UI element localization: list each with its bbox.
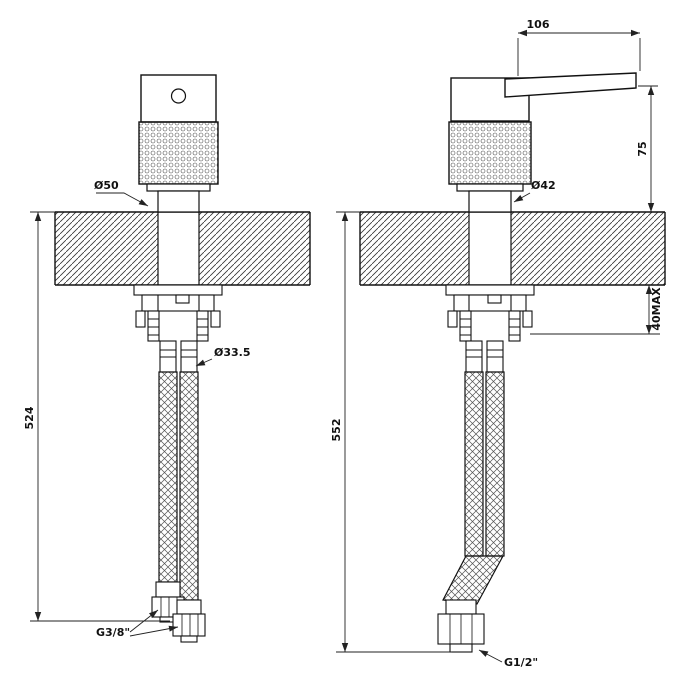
handle-lever: [504, 72, 637, 98]
faucet-front: [138, 74, 219, 213]
flex-hose: [464, 371, 484, 557]
hose-top-fitting: [159, 340, 177, 373]
counter-section-hatch: [360, 212, 665, 285]
dim-75-label: 75: [636, 141, 649, 156]
threaded-stud: [196, 310, 209, 342]
thread-g12-label: G1/2": [504, 656, 538, 669]
thread-g38-label: G3/8": [96, 626, 130, 639]
dim-dia42-label: Ø42: [531, 179, 556, 192]
flex-hose-bend: [442, 555, 505, 605]
dim-dia50-label: Ø50: [94, 179, 119, 192]
hose-top-fitting: [180, 340, 198, 373]
knurled-body: [448, 121, 532, 185]
flex-hose: [179, 371, 199, 601]
threaded-stud: [508, 310, 521, 342]
mounting-side: [445, 284, 535, 373]
faucet-side: [448, 72, 637, 213]
hose-end-fittings-front: [151, 581, 206, 643]
body-neck: [468, 190, 512, 213]
dim-40max-label: 40MAX: [650, 287, 663, 331]
cartridge-cap: [140, 74, 217, 123]
dim-106-label: 106: [527, 18, 550, 31]
supply-fitting-side: [437, 599, 485, 653]
mounting-front: [133, 284, 223, 373]
base-washer: [445, 284, 535, 296]
dim-dia33-5-label: Ø33.5: [214, 346, 251, 359]
cap-hole: [170, 88, 187, 104]
hoses-front: [151, 371, 206, 643]
hex-nut: [172, 613, 206, 637]
hose-top-fitting: [486, 340, 504, 373]
knurled-body: [138, 121, 219, 185]
hoses-side: [437, 371, 505, 653]
threaded-stud: [147, 310, 160, 342]
base-washer: [133, 284, 223, 296]
flex-hose: [158, 371, 178, 583]
flex-hose: [485, 371, 505, 557]
hose-top-fitting: [465, 340, 483, 373]
dimensions: 524 Ø50 Ø33.5 G3/8" 106 75 Ø42 40MAX: [23, 18, 663, 669]
threaded-stud: [459, 310, 472, 342]
countertop-side: [359, 211, 666, 286]
countertop-front: [54, 211, 311, 286]
body-neck: [157, 190, 200, 213]
dim-524-label: 524: [23, 406, 36, 429]
dim-552-label: 552: [330, 419, 343, 442]
